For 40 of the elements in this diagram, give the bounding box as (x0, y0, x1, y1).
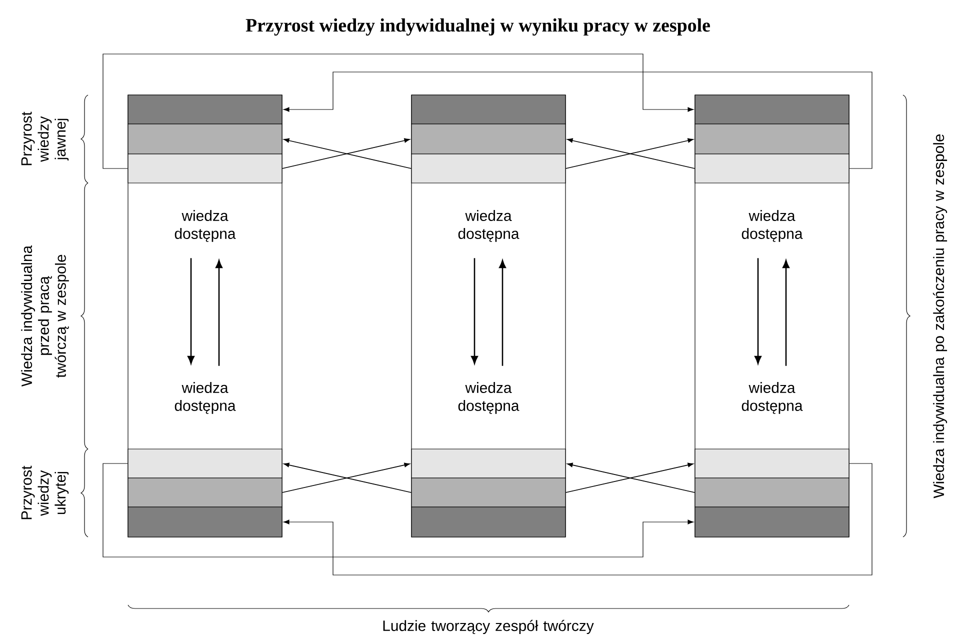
band (128, 124, 282, 154)
band (128, 94, 282, 124)
brace-label: Wiedza indywidualna przed pracą twórczą w zespole (21, 245, 69, 387)
arrow (754, 258, 762, 364)
node-text: wiedza dostępna (458, 210, 520, 242)
band (128, 478, 282, 508)
node-text: wiedza dostępna (458, 382, 520, 414)
node-text: wiedza dostępna (742, 382, 803, 414)
arrow (102, 463, 694, 558)
band (411, 448, 566, 478)
band (411, 478, 566, 508)
arrow (283, 463, 872, 576)
brace-label: Przyrost wiedzy jawnej (21, 112, 69, 166)
band (128, 154, 282, 184)
band (411, 94, 566, 124)
arrow (471, 258, 478, 364)
arrow (283, 72, 872, 169)
arrow (102, 54, 694, 169)
band (694, 478, 850, 508)
arrow (499, 260, 506, 366)
band (411, 154, 566, 184)
brace-label: Ludzie tworzący zespół twórczy (383, 620, 594, 634)
arrow (216, 260, 222, 366)
brace-label: Przyrost wiedzy ukrytej (21, 466, 69, 520)
band (694, 94, 850, 124)
band (694, 448, 850, 478)
arrow (188, 258, 194, 364)
arrow (782, 260, 790, 366)
band (411, 506, 566, 538)
band (128, 448, 282, 478)
node-text: wiedza dostępna (742, 210, 803, 242)
brace-label: Wiedza indywidualna po zakończeniu pracy w zespole (932, 134, 948, 498)
band (411, 124, 566, 154)
node-text: wiedza dostępna (174, 382, 236, 414)
band (694, 506, 850, 538)
band (694, 154, 850, 184)
node-text: wiedza dostępna (174, 210, 236, 242)
band (128, 506, 282, 538)
band (694, 124, 850, 154)
title: Przyrost wiedzy indywidualnej w wyniku pracy w zespole (246, 18, 710, 36)
